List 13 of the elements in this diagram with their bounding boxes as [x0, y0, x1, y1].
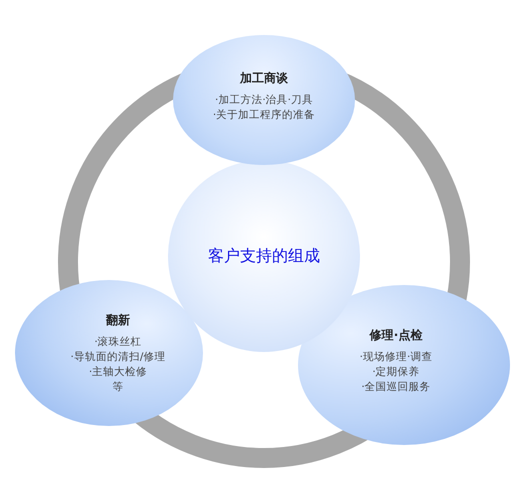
bullet-item: ·滚珠丝杠: [94, 334, 142, 350]
heading-text: 加工商谈: [240, 70, 288, 86]
bullet-item: ·加工方法·治具·刀具: [214, 92, 313, 108]
bullet-item: ·导轨面的清扫/修理: [70, 350, 166, 364]
heading-text: 翻新: [106, 312, 130, 328]
bullet-item: ·全国巡回服务: [361, 380, 431, 395]
center-title: 客户支持的组成: [208, 246, 320, 266]
bullet-item: ·定期保养: [372, 365, 420, 380]
bullet-item: ·主轴大检修: [88, 364, 148, 380]
heading-text: 修理·点检: [370, 327, 422, 344]
bullet-item: ·现场修理·调查: [360, 350, 432, 365]
bullet-item: 等: [112, 380, 124, 394]
bullet-item: ·关于加工程序的准备: [212, 108, 316, 122]
